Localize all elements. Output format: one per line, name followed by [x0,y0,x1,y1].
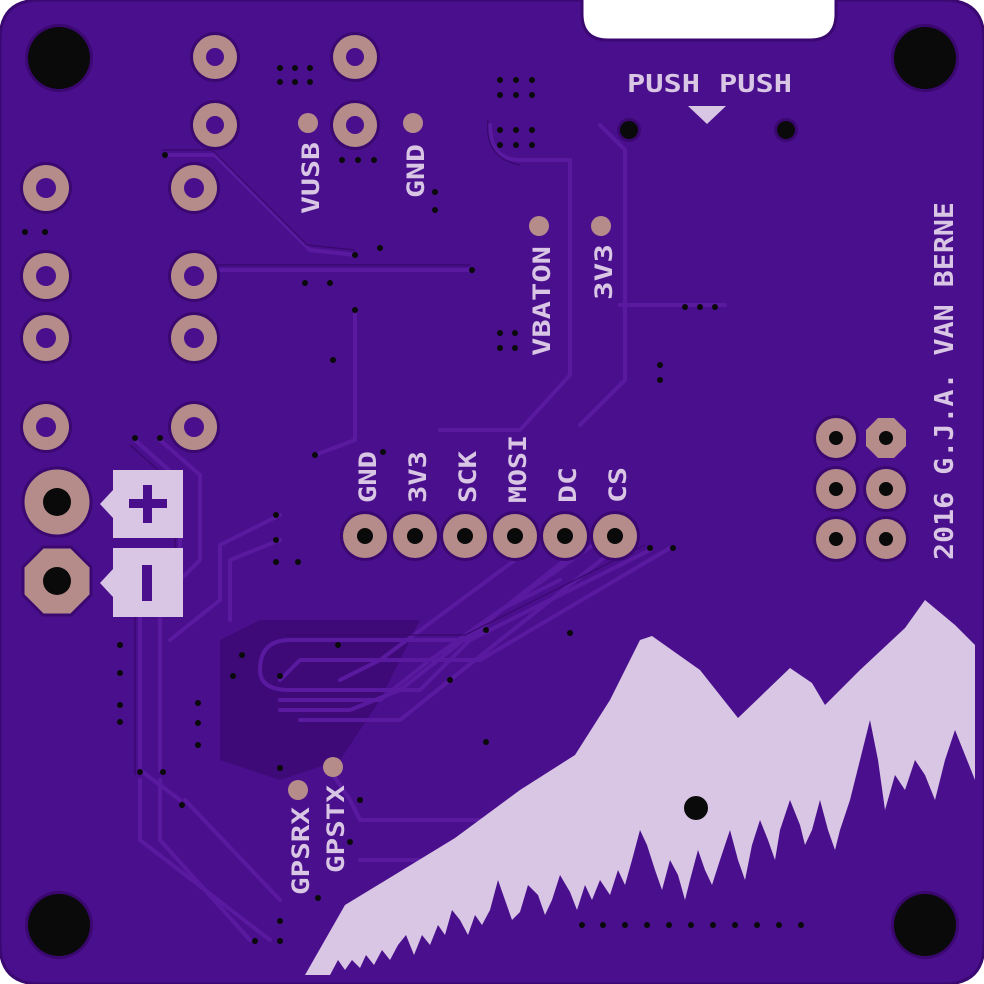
header-pin-sck-label: SCK [454,450,482,503]
gpsrx-label: GPSRX [287,806,315,895]
silkscreen-labels: PUSH PUSH VUSB GND VBATON 3V3 GND 3V3 SC… [287,69,960,895]
vias [22,65,804,944]
header-pin-3v3-label: 3V3 [404,451,432,503]
battery-terminals [21,466,183,617]
plus-sign-icon [100,470,183,538]
header-pin-dc-label: DC [554,467,582,503]
vusb-label: VUSB [297,142,325,214]
3v3-top-label: 3V3 [590,244,618,300]
header-pin-mosi-label: MOSI [504,435,532,503]
pads [20,32,380,453]
triangle-down-icon [688,106,726,124]
mountain-forest-artwork [305,600,975,975]
test-pads [288,113,611,800]
gpstx-label: GPSTX [322,784,350,873]
mounting-holes [25,24,959,959]
minus-sign-icon [100,548,183,617]
push-left-label: PUSH [627,69,700,98]
push-right-label: PUSH [719,69,792,98]
icsp-pads [813,415,909,562]
author-label: 2016 G.J.A. VAN BERNE [930,202,960,560]
vbaton-label: VBATON [528,246,556,356]
push-button-holes [617,106,798,142]
header-pin-gnd-label: GND [354,451,382,503]
gnd-top-label: GND [402,144,430,198]
header-pads [340,511,640,561]
header-pin-cs-label: CS [604,467,632,503]
